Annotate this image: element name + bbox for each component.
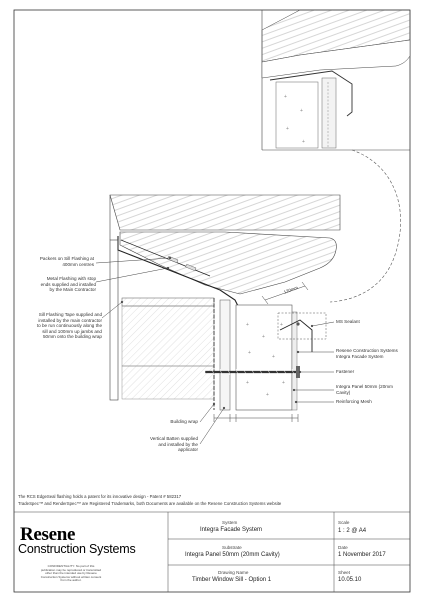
- svg-text:+: +: [282, 380, 285, 386]
- callout-building-wrap: Building wrap: [170, 419, 198, 424]
- system-label: System: [222, 520, 238, 525]
- window-sill-section: + + + + + + + +: [109, 194, 341, 422]
- sheet-border: [13, 9, 411, 593]
- title-block-grid: [14, 511, 410, 592]
- confidentiality-note: CONFIDENTIALITY: No part of this publica…: [40, 564, 102, 583]
- callout-fastener: Fastener: [336, 369, 355, 374]
- callout-reinforcing-mesh: Reinforcing Mesh: [336, 399, 372, 404]
- brand-logo-resene: Resene: [20, 524, 76, 545]
- detail-leader-arc: [329, 149, 401, 303]
- detail-inset: + + + +: [261, 9, 411, 151]
- svg-text:+: +: [248, 350, 251, 356]
- brand-logo-construction-systems: Construction Systems: [18, 542, 136, 556]
- svg-text:+: +: [272, 354, 275, 360]
- drawing-name-value: Timber Window Sill - Option 1: [192, 577, 272, 583]
- svg-text:+: +: [262, 334, 265, 340]
- system-value: Integra Facade System: [200, 527, 263, 533]
- svg-text:+: +: [284, 94, 287, 100]
- scale-value: 1 : 2 @ A4: [338, 528, 367, 534]
- patent-note: The RCS EdgeSeal flashing holds a patent…: [18, 494, 182, 499]
- date-label: Date: [338, 545, 348, 550]
- leader-lines: [95, 256, 335, 445]
- callout-ms-sealant: MS Sealant: [336, 319, 360, 324]
- substrate-label: Substrate: [222, 545, 242, 550]
- svg-text:+: +: [280, 322, 283, 328]
- svg-text:+: +: [266, 392, 269, 398]
- svg-text:+: +: [246, 322, 249, 328]
- svg-text:+: +: [300, 108, 303, 114]
- scale-label: Scale: [338, 520, 350, 525]
- svg-text:+: +: [286, 126, 289, 132]
- sheet-label: Sheet: [338, 570, 351, 575]
- date-value: 1 November 2017: [338, 552, 386, 558]
- svg-text:+: +: [302, 139, 305, 145]
- substrate-value: Integra Panel 50mm (20mm Cavity): [185, 552, 280, 558]
- svg-text:+: +: [246, 380, 249, 386]
- drawing-name-label: Drawing Name: [218, 570, 249, 575]
- sheet-value: 10.05.10: [338, 577, 362, 583]
- trademark-note: TradeSpec™ and RenderSpec™ are Registere…: [18, 501, 282, 506]
